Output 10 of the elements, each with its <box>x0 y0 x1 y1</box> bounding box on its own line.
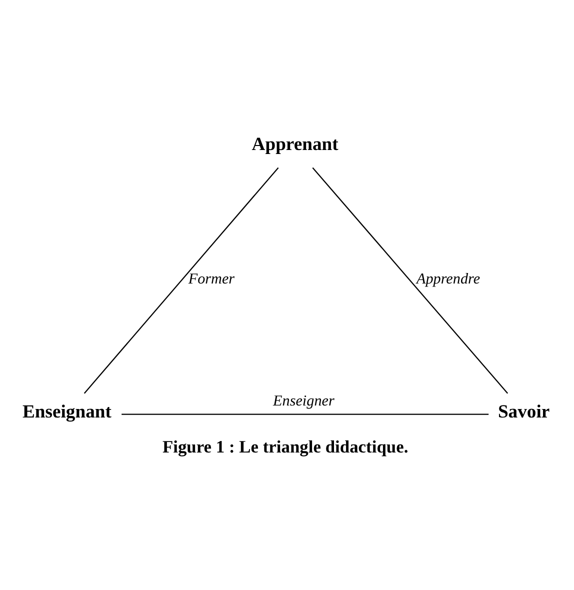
edge-label: Former <box>188 271 235 288</box>
node-text: Apprenant <box>252 134 338 155</box>
caption: Figure 1 : Le triangle didactique. <box>162 436 408 457</box>
connector <box>312 167 508 394</box>
edge-label: Apprendre <box>416 271 480 288</box>
node-text: Savoir <box>498 402 550 423</box>
node-text: Enseignant <box>22 402 112 423</box>
connector <box>84 167 279 394</box>
connector <box>122 414 489 415</box>
edge-label: Enseigner <box>273 393 334 410</box>
